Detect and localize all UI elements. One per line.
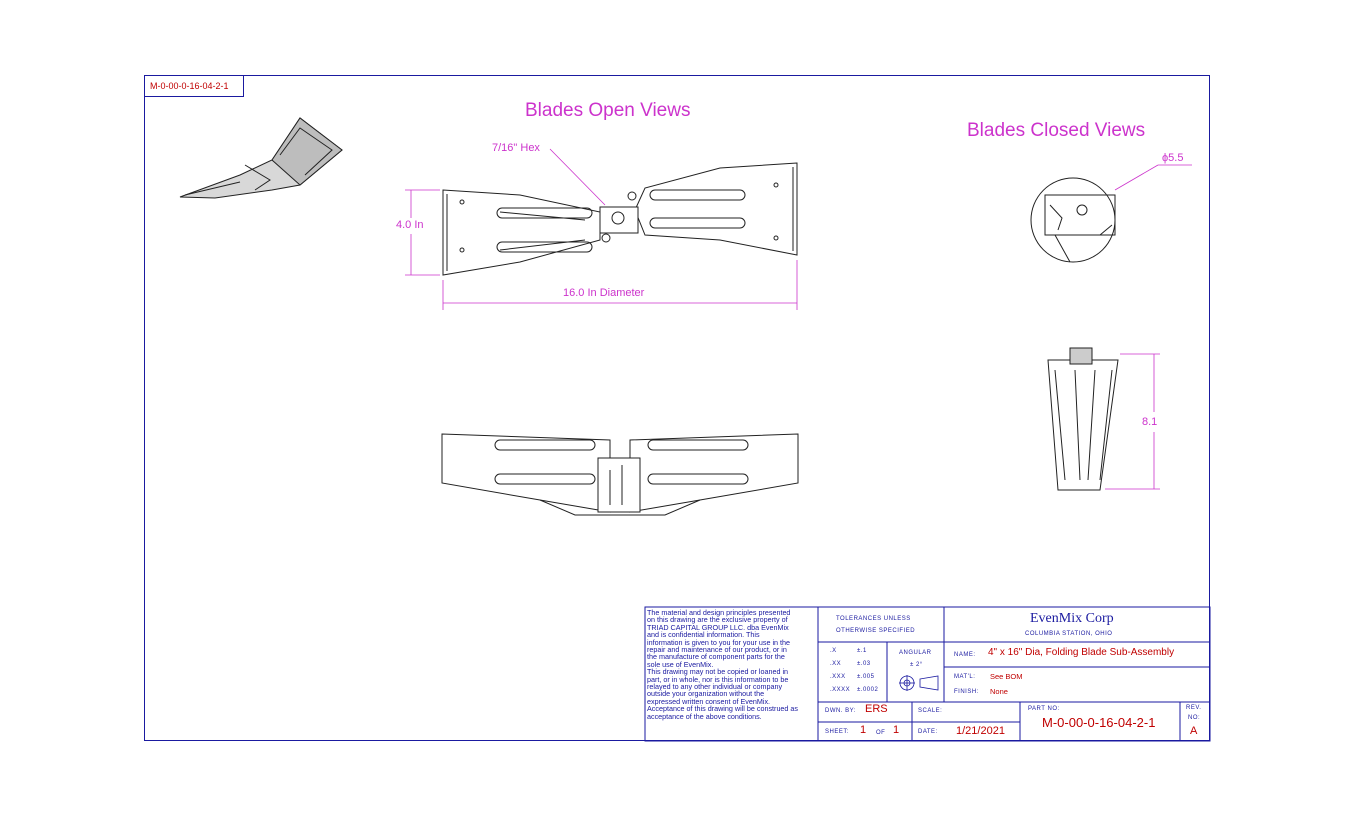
finish-value: None <box>990 687 1008 696</box>
matl-label: MAT'L: <box>954 674 976 680</box>
of-label: OF <box>876 730 886 736</box>
tol-value-4: ±.0002 <box>857 687 879 693</box>
tol-value-3: ±.005 <box>857 674 875 680</box>
open-views-title: Blades Open Views <box>525 100 691 121</box>
rev-value: A <box>1190 725 1198 737</box>
closed-diameter-dimension: ϕ5.5 <box>1162 152 1184 164</box>
matl-value: See BOM <box>990 672 1023 681</box>
finish-label: FINISH: <box>954 689 979 695</box>
tol-place-3: .XXX <box>830 674 846 680</box>
sheet-label: SHEET: <box>825 729 850 735</box>
blades-closed-top-view <box>1030 177 1116 263</box>
tol-place-1: .X <box>830 648 837 654</box>
closed-views-title: Blades Closed Views <box>967 120 1146 141</box>
company-name: EvenMix Corp <box>1030 611 1114 626</box>
closed-height-dimension: 8.1 <box>1142 416 1158 428</box>
blades-closed-side-view <box>1047 347 1119 491</box>
company-location: COLUMBIA STATION, OHIO <box>1025 631 1113 637</box>
name-label: NAME: <box>954 652 976 658</box>
blades-open-top-view <box>442 162 798 276</box>
open-diameter-dimension: 16.0 In Diameter <box>563 287 645 299</box>
rev-label-2: NO: <box>1188 715 1201 721</box>
open-height-dimension: 4.0 In <box>396 219 424 231</box>
name-value: 4" x 16" Dia, Folding Blade Sub-Assembly <box>988 647 1175 658</box>
scale-label: SCALE: <box>918 708 943 714</box>
angular-label: ANGULAR <box>899 650 932 656</box>
rev-label-1: REV. <box>1186 705 1202 711</box>
dwn-by-label: DWN. BY: <box>825 708 857 714</box>
tolerances-line-1: TOLERANCES UNLESS <box>836 616 911 622</box>
sheet-total: 1 <box>893 724 900 736</box>
tol-value-2: ±.03 <box>857 661 871 667</box>
sheet-value: 1 <box>860 724 867 736</box>
date-label: DATE: <box>918 729 938 735</box>
isometric-view <box>179 117 343 199</box>
disclaimer-note: The material and design principles prese… <box>647 608 799 721</box>
tol-place-2: .XX <box>830 661 842 667</box>
blades-open-side-view <box>441 433 799 516</box>
tol-place-4: .XXXX <box>830 687 851 693</box>
hex-dimension: 7/16" Hex <box>492 142 540 154</box>
date-value: 1/21/2021 <box>956 725 1005 737</box>
part-no-value: M-0-00-0-16-04-2-1 <box>1042 715 1156 730</box>
tolerances-line-2: OTHERWISE SPECIFIED <box>836 628 916 634</box>
angular-value: ± 2° <box>910 662 923 668</box>
part-no-label: PART NO: <box>1028 706 1060 712</box>
tol-value-1: ±.1 <box>857 648 867 654</box>
drawing-id-tag: M-0-00-0-16-04-2-1 <box>144 75 244 97</box>
dwn-by-value: ERS <box>865 703 888 715</box>
